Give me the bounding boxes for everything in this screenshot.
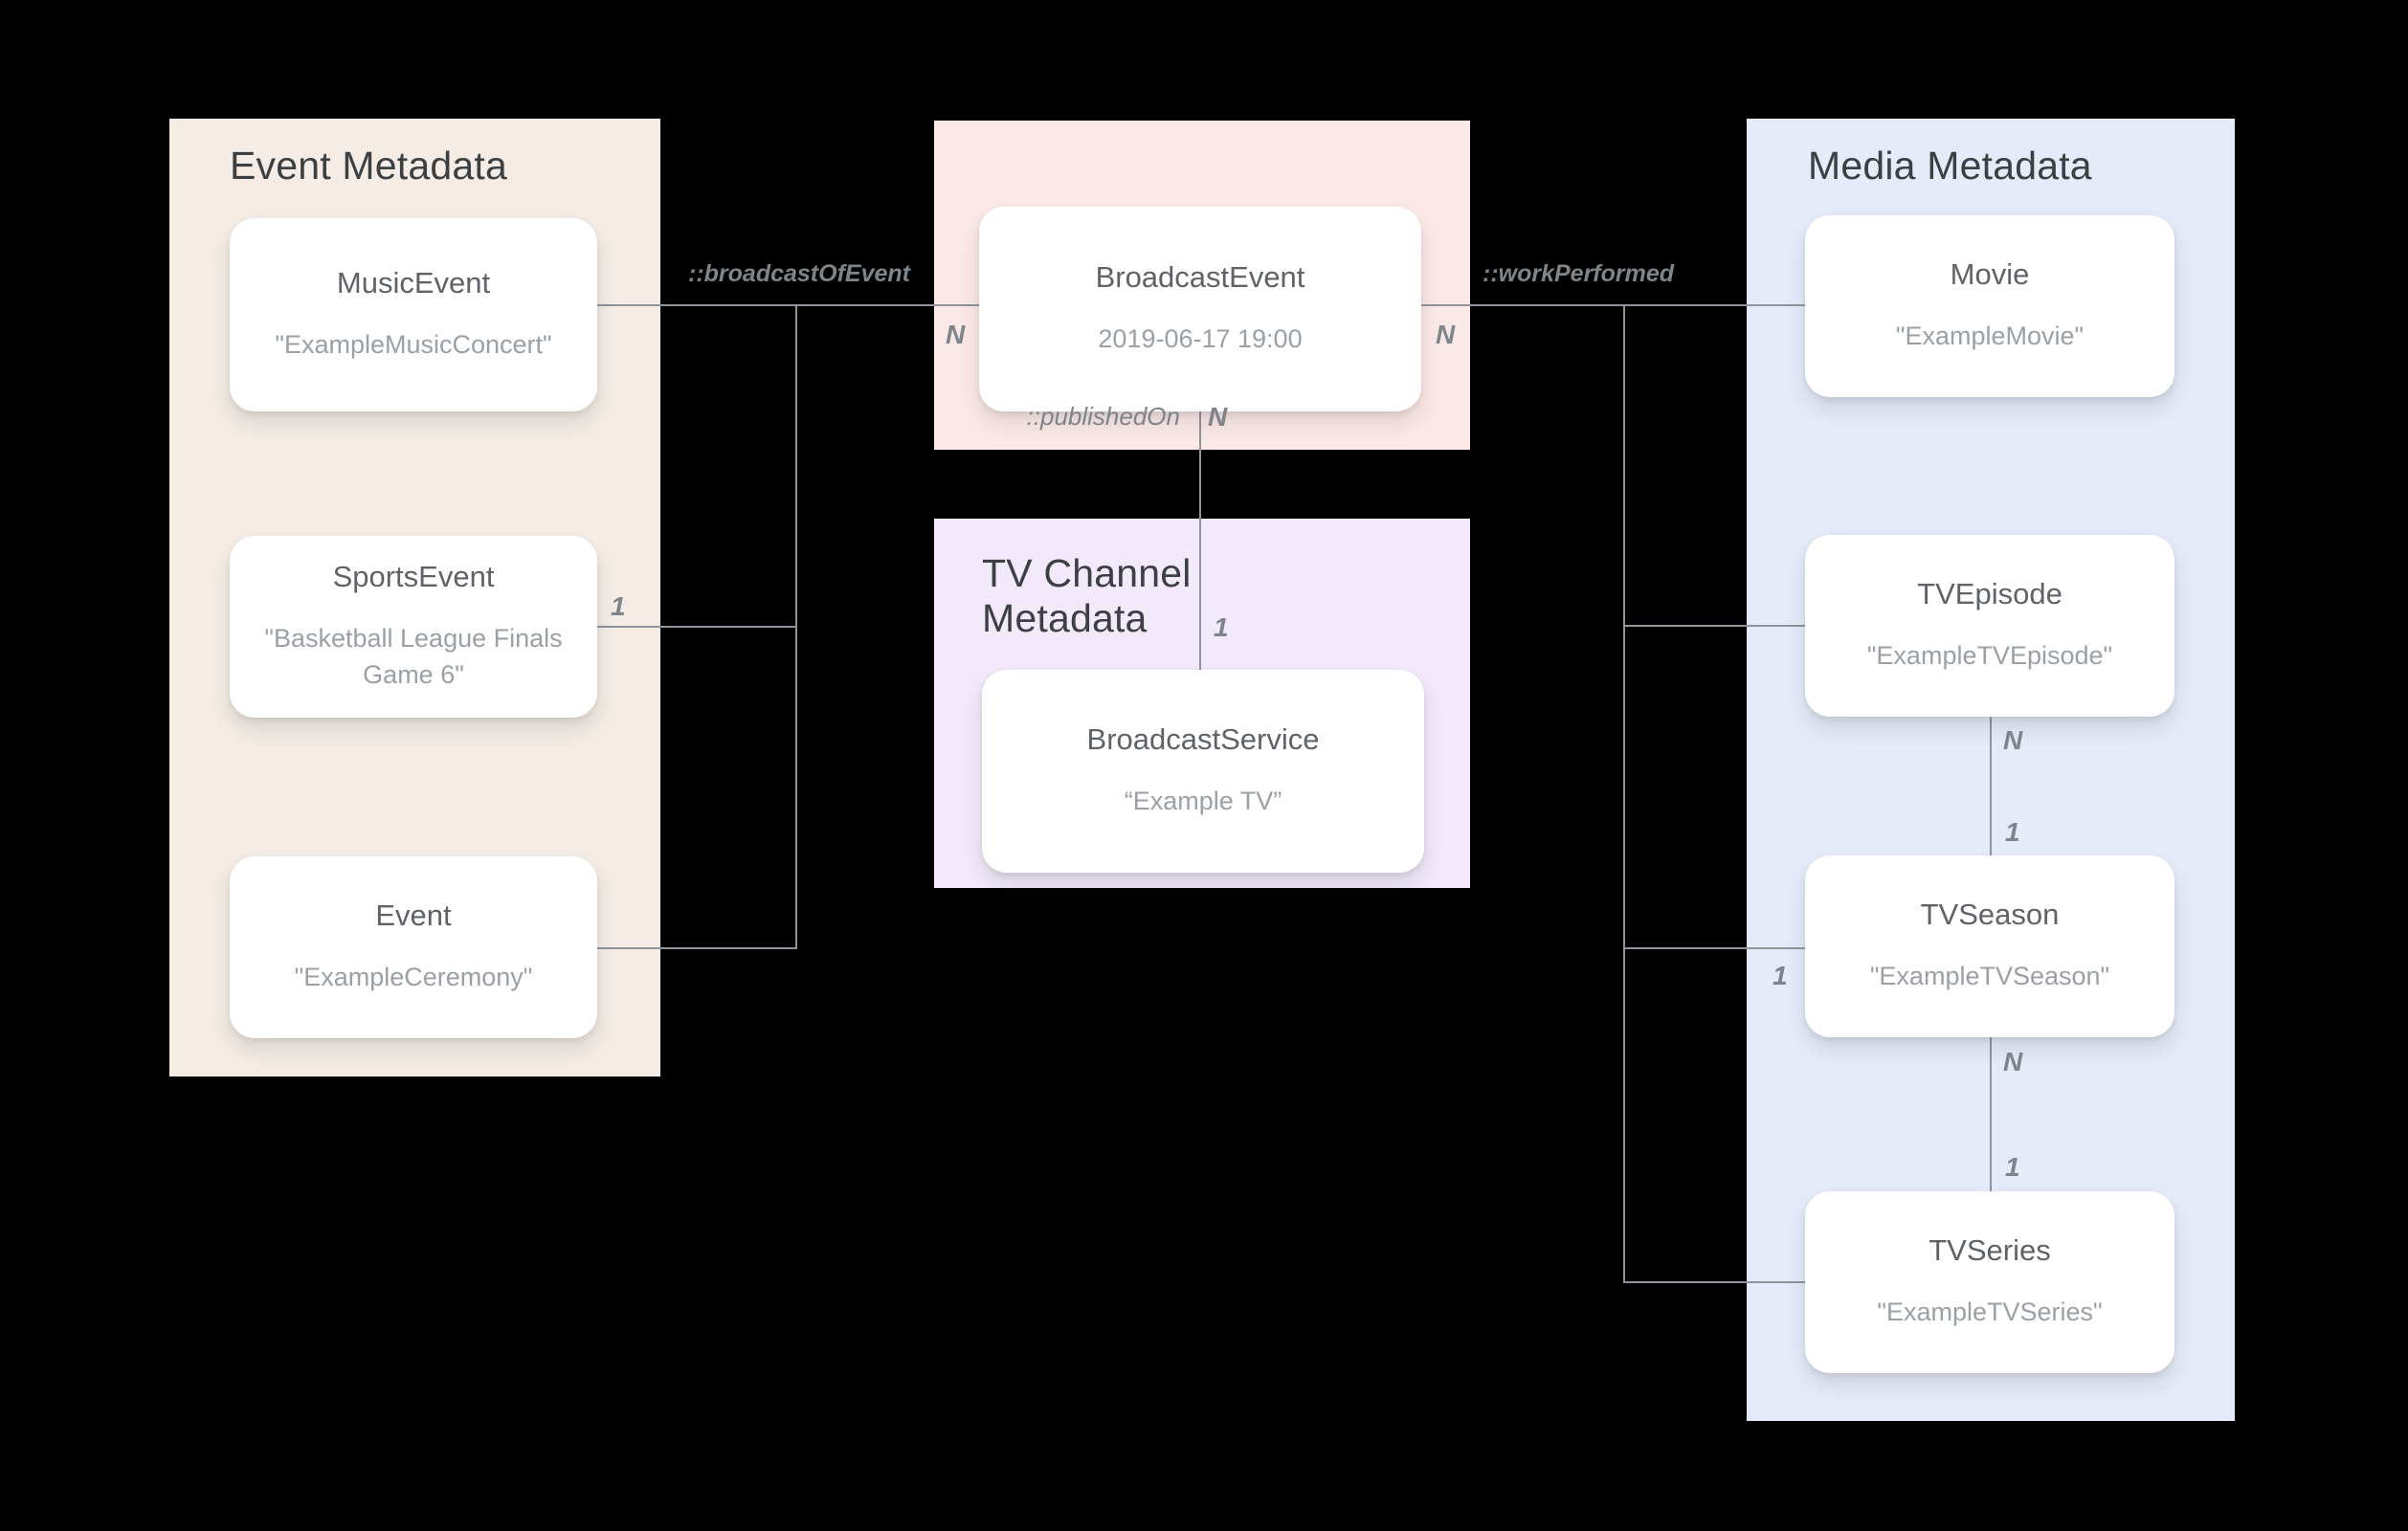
node-value: “Example TV” bbox=[1124, 787, 1282, 816]
connector-trunk-to-tvseries bbox=[1623, 1281, 1807, 1283]
cardinality-season-series-one: 1 bbox=[2005, 1152, 2020, 1182]
node-title: TVSeason bbox=[1920, 898, 2060, 932]
node-value: "ExampleCeremony" bbox=[294, 963, 533, 992]
connector-sportsevent-to-trunk bbox=[593, 626, 797, 628]
node-value: "ExampleMovie" bbox=[1895, 322, 2085, 351]
cardinality-episode-season-one: 1 bbox=[2005, 817, 2020, 847]
relationship-label-published-on: ::publishedOn bbox=[1026, 402, 1180, 431]
cardinality-episode-season-n: N bbox=[2003, 725, 2023, 755]
cardinality-broadcastevent-right-n: N bbox=[1436, 320, 1456, 349]
node-title: TVSeries bbox=[1929, 1233, 2051, 1268]
node-value: "ExampleTVSeason" bbox=[1869, 962, 2110, 991]
connector-tvepisode-to-tvseason bbox=[1990, 716, 1992, 857]
cardinality-broadcastevent-left-n: N bbox=[946, 320, 966, 349]
connector-trunk-to-tvseason bbox=[1623, 947, 1807, 949]
relationship-label-work-performed: ::workPerformed bbox=[1483, 260, 1675, 287]
node-title: BroadcastEvent bbox=[1095, 260, 1305, 295]
node-title: SportsEvent bbox=[332, 560, 495, 594]
node-tv-series: TVSeries "ExampleTVSeries" bbox=[1805, 1191, 2174, 1373]
node-value: "ExampleTVEpisode" bbox=[1866, 641, 2113, 671]
node-broadcast-event: BroadcastEvent 2019-06-17 19:00 bbox=[979, 207, 1421, 411]
node-title: TVEpisode bbox=[1917, 577, 2062, 611]
node-title: BroadcastService bbox=[1086, 722, 1320, 757]
panel-title-tv-channel-metadata: TV Channel Metadata bbox=[982, 551, 1192, 641]
connector-musicevent-to-broadcastevent bbox=[593, 304, 980, 306]
connector-broadcastevent-to-movie bbox=[1419, 304, 1807, 306]
cardinality-sportsevent-one: 1 bbox=[611, 591, 626, 621]
node-title: MusicEvent bbox=[336, 266, 491, 300]
connector-tvseason-to-tvseries bbox=[1990, 1036, 1992, 1193]
connector-trunk-to-tvepisode bbox=[1623, 625, 1807, 627]
connector-event-to-trunk bbox=[593, 947, 797, 949]
panel-title-media-metadata: Media Metadata bbox=[1808, 144, 2092, 188]
connector-trunk-event-metadata bbox=[795, 304, 797, 949]
connector-broadcastevent-to-broadcastservice bbox=[1199, 410, 1201, 672]
node-broadcast-service: BroadcastService “Example TV” bbox=[982, 670, 1424, 873]
node-value: "ExampleTVSeries" bbox=[1877, 1298, 2103, 1327]
node-value: 2019-06-17 19:00 bbox=[1098, 324, 1303, 354]
node-tv-episode: TVEpisode "ExampleTVEpisode" bbox=[1805, 535, 2174, 717]
cardinality-published-on-one: 1 bbox=[1214, 612, 1229, 642]
panel-title-event-metadata: Event Metadata bbox=[230, 144, 507, 188]
node-value: "Basketball League Finals Game 6" bbox=[264, 624, 563, 689]
node-title: Event bbox=[375, 899, 452, 933]
cardinality-tvseason-link-one: 1 bbox=[1773, 961, 1788, 990]
node-title: Movie bbox=[1950, 257, 2030, 292]
connector-trunk-media-metadata bbox=[1623, 304, 1625, 1283]
cardinality-published-on-n: N bbox=[1208, 402, 1228, 432]
node-sports-event: SportsEvent "Basketball League Finals Ga… bbox=[230, 536, 597, 718]
node-tv-season: TVSeason "ExampleTVSeason" bbox=[1805, 855, 2174, 1037]
node-movie: Movie "ExampleMovie" bbox=[1805, 215, 2174, 397]
relationship-label-broadcast-of-event: ::broadcastOfEvent bbox=[688, 260, 910, 287]
node-music-event: MusicEvent "ExampleMusicConcert" bbox=[230, 218, 597, 411]
cardinality-season-series-n: N bbox=[2003, 1047, 2023, 1076]
node-value: "ExampleMusicConcert" bbox=[275, 330, 552, 360]
node-event: Event "ExampleCeremony" bbox=[230, 856, 597, 1038]
